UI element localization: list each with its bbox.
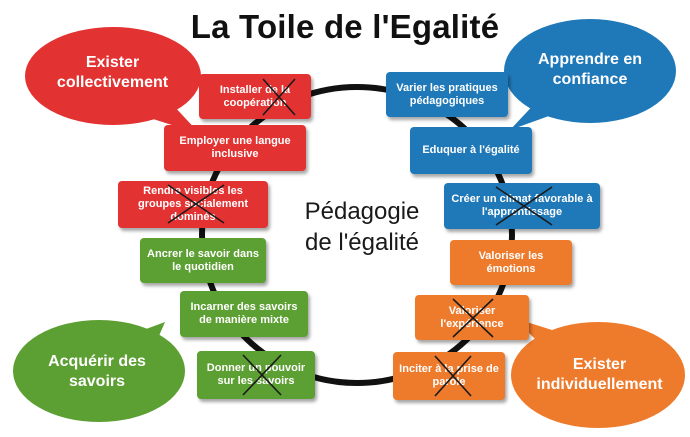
bubble-top-right bbox=[504, 19, 676, 130]
box-dominated-groups: Rendre visibles les groupes socialement … bbox=[118, 181, 268, 228]
box-vary-practices-label: Varier les pratiques pédagogiques bbox=[396, 81, 498, 107]
bubble-top-right-label: Apprendre en confiance bbox=[537, 51, 642, 88]
bubble-bottom-left bbox=[13, 320, 185, 422]
box-cooperation: Installer de la coopération bbox=[199, 74, 311, 119]
center-label-line1: Pédagogie bbox=[304, 198, 420, 225]
box-power-knowledge: Donner un pouvoir sur les savoirs bbox=[197, 351, 315, 399]
center-ring bbox=[199, 84, 515, 386]
box-anchor-knowledge-label: Ancrer le savoir dans le quotidien bbox=[147, 247, 259, 273]
bubble-top-left-label: Exister collectivement bbox=[56, 54, 169, 91]
box-inclusive-language-label: Employer une langue inclusive bbox=[179, 135, 291, 160]
box-vary-practices: Varier les pratiques pédagogiques bbox=[386, 72, 508, 117]
strike-cross bbox=[434, 355, 472, 397]
strike-cross bbox=[495, 186, 553, 226]
box-speaking: Inciter à la prise de parole bbox=[393, 352, 505, 400]
strike-cross bbox=[242, 354, 282, 396]
box-mixed-knowledge: Incarner des savoirs de manière mixte bbox=[180, 291, 308, 337]
box-educate-equality: Eduquer à l'égalité bbox=[410, 127, 532, 174]
box-dominated-groups-label: Rendre visibles les groupes socialement … bbox=[137, 185, 249, 223]
strike-cross bbox=[262, 78, 296, 116]
bubble-bottom-left-label: Acquérir des savoirs bbox=[48, 353, 146, 390]
box-learning-climate: Créer un climat favorable à l'apprentiss… bbox=[444, 183, 600, 229]
box-anchor-knowledge: Ancrer le savoir dans le quotidien bbox=[140, 238, 266, 283]
box-mixed-knowledge-label: Incarner des savoirs de manière mixte bbox=[190, 301, 298, 326]
center-label: Pédagogie de l'égalité bbox=[282, 196, 442, 258]
page-title: La Toile de l'Egalité bbox=[190, 8, 500, 45]
strike-cross bbox=[167, 184, 225, 224]
box-experience: Valoriser l'expérience bbox=[415, 295, 529, 340]
strike-cross bbox=[452, 298, 494, 338]
box-speaking-label: Inciter à la prise de parole bbox=[399, 363, 499, 388]
box-emotions-label: Valoriser les émotions bbox=[478, 249, 544, 275]
center-label-line2: de l'égalité bbox=[305, 229, 419, 256]
bubble-bottom-right-label: Exister individuellement bbox=[536, 356, 663, 393]
box-educate-equality-label: Eduquer à l'égalité bbox=[422, 144, 520, 156]
box-emotions: Valoriser les émotions bbox=[450, 240, 572, 285]
box-inclusive-language: Employer une langue inclusive bbox=[164, 125, 306, 171]
box-learning-climate-label: Créer un climat favorable à l'apprentiss… bbox=[451, 193, 593, 218]
